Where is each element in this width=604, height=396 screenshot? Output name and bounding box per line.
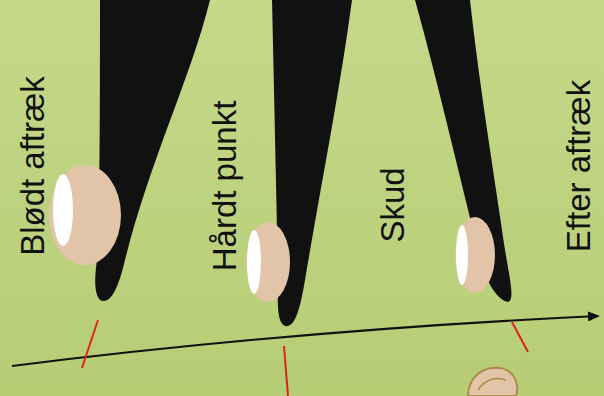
highlight: [456, 225, 468, 285]
finger-pad: [246, 222, 290, 302]
tick-mark: [284, 346, 288, 396]
phase-label: Efter aftræk: [562, 80, 595, 252]
trigger-shape: [478, 378, 506, 390]
highlight: [247, 230, 261, 294]
tick-mark: [82, 320, 98, 368]
finger: [95, 0, 210, 301]
trigger-shape: [468, 368, 517, 396]
tick-mark: [512, 322, 528, 352]
finger-pad: [455, 217, 495, 293]
phase-label: Skud: [376, 167, 409, 242]
highlight: [53, 174, 73, 246]
finger: [415, 0, 511, 302]
finger-pad: [49, 165, 121, 265]
phase-label: Blødt aftræk: [16, 76, 49, 256]
motion-arrow: [12, 316, 598, 366]
phase-label: Hårdt punkt: [208, 101, 241, 272]
